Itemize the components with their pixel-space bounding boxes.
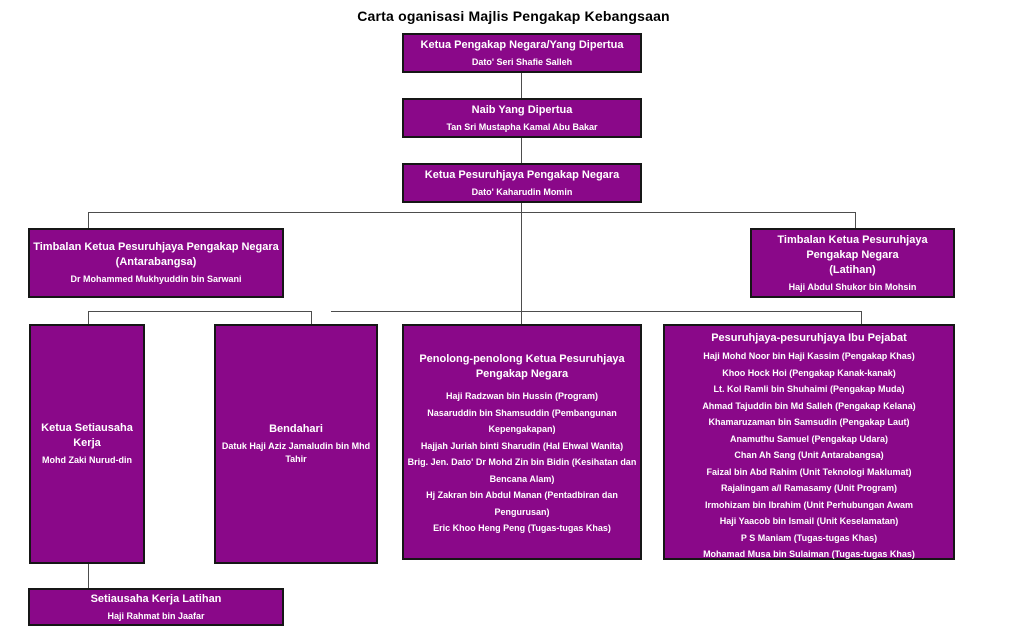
box-naib-yang-dipertua: Naib Yang Dipertua Tan Sri Mustapha Kama…	[402, 98, 642, 138]
member-line: Hajjah Juriah binti Sharudin (Hal Ehwal …	[420, 440, 624, 451]
connector-row1-horizontal	[88, 212, 856, 213]
box-ketua-pesuruhjaya: Ketua Pesuruhjaya Pengakap Negara Dato' …	[402, 163, 642, 203]
member-line: Haji Yaacob bin Ismail (Unit Keselamatan…	[719, 516, 899, 526]
connector-drop-ibu-pejabat	[861, 311, 862, 324]
connector-row2-horizontal-left	[88, 311, 312, 312]
box-person-name: Mohd Zaki Nurud-din	[42, 455, 132, 465]
box-timbalan-latihan: Timbalan Ketua Pesuruhjaya Pengakap Nega…	[750, 228, 955, 298]
box-person-name: Dato' Seri Shafie Salleh	[471, 56, 573, 67]
box-ketua-setiausaha-kerja: Ketua Setiausaha Kerja Mohd Zaki Nurud-d…	[29, 324, 145, 564]
box-person-name: Dato' Kaharudin Momin	[471, 186, 573, 197]
member-list: Haji Mohd Noor bin Haji Kassim (Pengakap…	[667, 348, 951, 563]
member-line: Brig. Jen. Dato' Dr Mohd Zin bin Bidin (…	[407, 457, 637, 484]
member-line: Nasaruddin bin Shamsuddin (Pembangunan K…	[427, 407, 617, 435]
connector-drop-latihan	[855, 212, 856, 228]
member-line: Chan Ah Sang (Unit Antarabangsa)	[734, 450, 884, 460]
box-ketua-pengakap-negara: Ketua Pengakap Negara/Yang Dipertua Dato…	[402, 33, 642, 73]
box-person-name: Haji Rahmat bin Jaafar	[107, 610, 205, 621]
box-title: Penolong-penolong Ketua Pesuruhjaya Peng…	[419, 353, 625, 380]
box-title: Naib Yang Dipertua	[471, 103, 573, 116]
member-line: Irmohizam bin Ibrahim (Unit Perhubungan …	[704, 499, 913, 510]
box-title: Ketua Pesuruhjaya Pengakap Negara	[424, 168, 620, 181]
box-bendahari: Bendahari Datuk Haji Aziz Jamaludin bin …	[214, 324, 378, 564]
box-person-name: Haji Abdul Shukor bin Mohsin	[788, 281, 917, 292]
member-line: Anamuthu Samuel (Pengakap Udara)	[729, 433, 889, 444]
connector-drop-antarabangsa	[88, 212, 89, 228]
member-line: Lt. Kol Ramli bin Shuhaimi (Pengakap Mud…	[713, 384, 905, 394]
box-penolong-penolong: Penolong-penolong Ketua Pesuruhjaya Peng…	[402, 324, 642, 560]
box-timbalan-antarabangsa: Timbalan Ketua Pesuruhjaya Pengakap Nega…	[28, 228, 284, 298]
box-title: Pesuruhjaya-pesuruhjaya Ibu Pejabat	[711, 332, 907, 344]
connector-drop-kerja-latihan	[88, 564, 89, 588]
box-person-name: Tan Sri Mustapha Kamal Abu Bakar	[446, 121, 598, 132]
connector-drop-setiausaha	[88, 311, 89, 324]
member-line: Haji Radzwan bin Hussin (Program)	[445, 391, 599, 401]
box-title: Timbalan Ketua Pesuruhjaya Pengakap Nega…	[777, 233, 928, 261]
member-line: Ahmad Tajuddin bin Md Salleh (Pengakap K…	[702, 400, 916, 411]
member-line: Faizal bin Abd Rahim (Unit Teknologi Mak…	[706, 466, 912, 477]
box-title: Setiausaha Kerja Latihan	[90, 592, 222, 605]
box-setiausaha-kerja-latihan: Setiausaha Kerja Latihan Haji Rahmat bin…	[28, 588, 284, 626]
connector-top-to-naib	[521, 73, 522, 98]
chart-title: Carta oganisasi Majlis Pengakap Kebangsa…	[357, 8, 670, 24]
member-line: Khoo Hock Hoi (Pengakap Kanak-kanak)	[722, 367, 896, 378]
member-line: Khamaruzaman bin Samsudin (Pengakap Laut…	[708, 417, 910, 427]
box-title: Ketua Setiausaha Kerja	[41, 422, 133, 449]
member-list: Haji Radzwan bin Hussin (Program) Nasarud…	[406, 388, 638, 537]
member-line: Eric Khoo Heng Peng (Tugas-tugas Khas)	[433, 523, 611, 533]
box-person-name: Dr Mohammed Mukhyuddin bin Sarwani	[70, 274, 242, 284]
box-qualifier: (Antarabangsa)	[115, 256, 197, 268]
box-ibu-pejabat: Pesuruhjaya-pesuruhjaya Ibu Pejabat Haji…	[663, 324, 955, 560]
box-title: Bendahari	[269, 423, 323, 435]
member-line: Hj Zakran bin Abdul Manan (Pentadbiran d…	[426, 490, 618, 517]
connector-kpn-down-center	[521, 200, 522, 324]
connector-drop-bendahari	[311, 311, 312, 324]
member-line: Haji Mohd Noor bin Haji Kassim (Pengakap…	[703, 351, 915, 361]
member-line: Mohamad Musa bin Sulaiman (Tugas-tugas K…	[703, 549, 915, 559]
box-title: Timbalan Ketua Pesuruhjaya Pengakap Nega…	[33, 241, 279, 253]
connector-row2-horizontal-right	[331, 311, 862, 312]
connector-naib-to-kpn	[521, 138, 522, 163]
box-qualifier: (Latihan)	[829, 263, 876, 276]
box-person-name: Datuk Haji Aziz Jamaludin bin Mhd Tahir	[221, 441, 371, 464]
box-title: Ketua Pengakap Negara/Yang Dipertua	[420, 38, 624, 51]
member-line: P S Maniam (Tugas-tugas Khas)	[740, 532, 878, 543]
member-line: Rajalingam a/l Ramasamy (Unit Program)	[720, 483, 898, 493]
